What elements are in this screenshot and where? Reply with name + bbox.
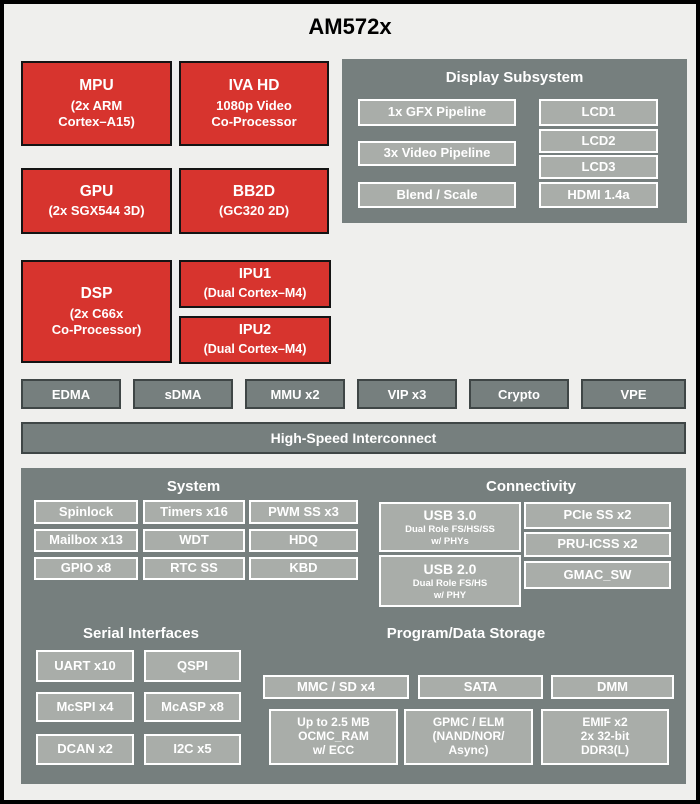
block-ipu2: IPU2 (Dual Cortex–M4) (179, 316, 331, 364)
block-lcd1: LCD1 (539, 99, 658, 126)
block-video-pipeline: 3x Video Pipeline (358, 141, 516, 166)
block-pcie: PCIe SS x2 (524, 502, 671, 529)
block-dmm: DMM (551, 675, 674, 699)
block-sata: SATA (418, 675, 543, 699)
block-mpu-title: MPU (79, 76, 114, 94)
block-ipu1-title: IPU1 (238, 266, 272, 283)
block-mpu-subtitle: (2x ARM Cortex–A15) (58, 97, 135, 129)
block-mcspi: McSPI x4 (36, 692, 134, 722)
block-vpe: VPE (581, 379, 686, 409)
block-gpmc-elm: GPMC / ELM (NAND/NOR/ Async) (404, 709, 533, 765)
block-ocmc-ram: Up to 2.5 MB OCMC_RAM w/ ECC (269, 709, 398, 765)
block-gpu-title: GPU (79, 182, 114, 200)
block-iva-hd-title: IVA HD (228, 76, 280, 94)
peripherals-panel: System Spinlock Timers x16 PWM SS x3 Mai… (21, 468, 686, 784)
block-ipu2-subtitle: (Dual Cortex–M4) (203, 341, 307, 356)
block-ipu1-subtitle: (Dual Cortex–M4) (203, 285, 307, 300)
block-dsp-subtitle: (2x C66x Co-Processor) (51, 305, 142, 337)
block-ipu2-title: IPU2 (238, 322, 272, 339)
block-timers: Timers x16 (143, 500, 245, 524)
block-usb2: USB 2.0 Dual Role FS/HS w/ PHY (379, 555, 521, 607)
serial-group-title: Serial Interfaces (83, 625, 199, 642)
block-usb3-subtitle: Dual Role FS/HS/SS w/ PHYs (405, 524, 495, 547)
storage-group-title: Program/Data Storage (386, 625, 546, 642)
block-emif: EMIF x2 2x 32-bit DDR3(L) (541, 709, 669, 765)
block-gmac-sw: GMAC_SW (524, 561, 671, 589)
block-bb2d: BB2D (GC320 2D) (179, 168, 329, 234)
block-rtc-ss: RTC SS (143, 557, 245, 580)
block-usb3: USB 3.0 Dual Role FS/HS/SS w/ PHYs (379, 502, 521, 552)
display-subsystem-title: Display Subsystem (445, 69, 584, 86)
block-hdmi: HDMI 1.4a (539, 182, 658, 208)
block-bb2d-subtitle: (GC320 2D) (218, 203, 290, 219)
block-gpu-subtitle: (2x SGX544 3D) (48, 203, 145, 219)
system-group-title: System (166, 478, 221, 495)
block-pwm-ss: PWM SS x3 (249, 500, 358, 524)
block-sdma: sDMA (133, 379, 233, 409)
block-spinlock: Spinlock (34, 500, 138, 524)
block-dcan: DCAN x2 (36, 734, 134, 765)
display-subsystem-panel: Display Subsystem 1x GFX Pipeline 3x Vid… (342, 59, 687, 223)
block-usb3-title: USB 3.0 (423, 507, 477, 524)
high-speed-interconnect-bar: High-Speed Interconnect (21, 422, 686, 454)
block-lcd2: LCD2 (539, 129, 658, 153)
block-crypto: Crypto (469, 379, 569, 409)
block-blend-scale: Blend / Scale (358, 182, 516, 208)
block-mmu: MMU x2 (245, 379, 345, 409)
block-gfx-pipeline: 1x GFX Pipeline (358, 99, 516, 126)
block-ipu1: IPU1 (Dual Cortex–M4) (179, 260, 331, 308)
block-i2c: I2C x5 (144, 734, 241, 765)
block-edma: EDMA (21, 379, 121, 409)
chip-title: AM572x (308, 14, 392, 39)
connectivity-group-title: Connectivity (485, 478, 576, 495)
block-lcd3: LCD3 (539, 155, 658, 179)
dma-row: EDMA sDMA MMU x2 VIP x3 Crypto VPE (21, 379, 686, 409)
block-pru-icss: PRU-ICSS x2 (524, 532, 671, 557)
block-kbd: KBD (249, 557, 358, 580)
block-qspi: QSPI (144, 650, 241, 682)
block-gpu: GPU (2x SGX544 3D) (21, 168, 172, 234)
block-uart: UART x10 (36, 650, 134, 682)
block-wdt: WDT (143, 529, 245, 552)
block-bb2d-title: BB2D (232, 182, 276, 200)
block-mpu: MPU (2x ARM Cortex–A15) (21, 61, 172, 146)
block-mmc-sd: MMC / SD x4 (263, 675, 409, 699)
block-dsp-title: DSP (80, 284, 113, 302)
block-mailbox: Mailbox x13 (34, 529, 138, 552)
block-usb2-title: USB 2.0 (423, 561, 477, 578)
block-mcasp: McASP x8 (144, 692, 241, 722)
block-iva-hd: IVA HD 1080p Video Co-Processor (179, 61, 329, 146)
block-vip: VIP x3 (357, 379, 457, 409)
block-usb2-subtitle: Dual Role FS/HS w/ PHY (412, 578, 488, 601)
block-gpio: GPIO x8 (34, 557, 138, 580)
block-hdq: HDQ (249, 529, 358, 552)
block-dsp: DSP (2x C66x Co-Processor) (21, 260, 172, 363)
block-iva-hd-subtitle: 1080p Video Co-Processor (211, 97, 297, 129)
